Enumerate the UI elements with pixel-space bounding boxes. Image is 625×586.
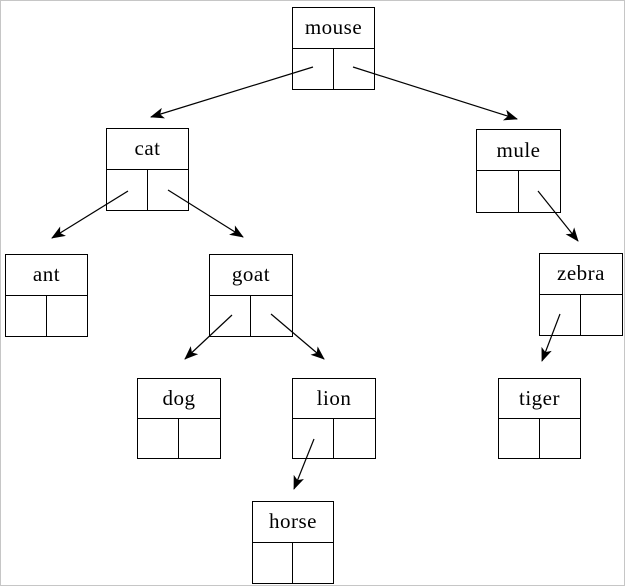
right-pointer-cell bbox=[334, 49, 375, 90]
tree-node-cat: cat bbox=[106, 128, 189, 211]
right-pointer-cell bbox=[334, 419, 375, 459]
tree-node-goat: goat bbox=[209, 254, 293, 337]
node-label: cat bbox=[107, 129, 188, 170]
tree-node-lion: lion bbox=[292, 378, 376, 459]
pointer-cells bbox=[253, 542, 333, 584]
pointer-cells bbox=[210, 295, 292, 337]
right-pointer-cell bbox=[179, 419, 220, 459]
node-label: dog bbox=[138, 379, 220, 419]
tree-node-ant: ant bbox=[5, 254, 88, 337]
left-pointer-cell bbox=[477, 171, 519, 212]
tree-node-zebra: zebra bbox=[539, 253, 623, 336]
left-pointer-cell bbox=[499, 418, 540, 458]
pointer-cells bbox=[138, 418, 220, 459]
node-label: mule bbox=[477, 130, 560, 171]
left-pointer-cell bbox=[293, 418, 334, 458]
node-label: mouse bbox=[293, 8, 374, 49]
right-pointer-cell bbox=[148, 170, 189, 211]
node-label: tiger bbox=[499, 379, 580, 419]
pointer-cells bbox=[107, 169, 189, 211]
tree-node-tiger: tiger bbox=[498, 378, 581, 459]
pointer-cells bbox=[477, 171, 560, 212]
node-label: goat bbox=[210, 255, 292, 296]
left-pointer-cell bbox=[253, 542, 293, 583]
left-pointer-cell bbox=[6, 295, 47, 336]
pointer-cells bbox=[540, 294, 622, 336]
pointer-cells bbox=[293, 48, 375, 90]
left-pointer-cell bbox=[107, 169, 148, 210]
left-pointer-cell bbox=[540, 294, 581, 335]
left-pointer-cell bbox=[138, 418, 179, 458]
tree-node-mouse: mouse bbox=[292, 7, 375, 90]
right-pointer-cell bbox=[47, 296, 88, 337]
tree-node-dog: dog bbox=[137, 378, 221, 459]
node-label: ant bbox=[6, 255, 87, 296]
right-pointer-cell bbox=[581, 295, 622, 336]
right-pointer-cell bbox=[519, 171, 561, 212]
node-label: lion bbox=[293, 379, 375, 419]
right-pointer-cell bbox=[293, 543, 333, 584]
tree-node-mule: mule bbox=[476, 129, 561, 213]
pointer-cells bbox=[293, 418, 375, 459]
node-label: horse bbox=[253, 502, 333, 543]
pointer-cells bbox=[6, 295, 88, 337]
left-pointer-cell bbox=[293, 48, 334, 89]
left-pointer-cell bbox=[210, 295, 251, 336]
tree-node-horse: horse bbox=[252, 501, 334, 584]
right-pointer-cell bbox=[540, 419, 581, 459]
right-pointer-cell bbox=[251, 296, 292, 337]
pointer-cells bbox=[499, 418, 581, 459]
node-label: zebra bbox=[540, 254, 622, 295]
